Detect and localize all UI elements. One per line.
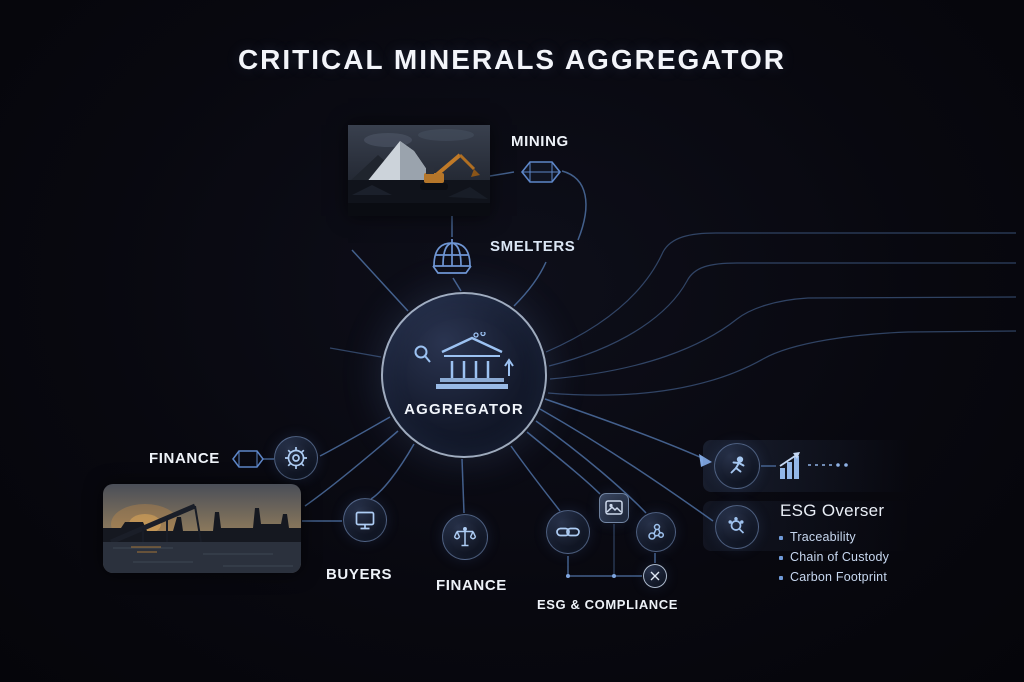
mining-label: MINING (511, 133, 569, 150)
audit-node (715, 505, 759, 549)
esg-item-chain-of-custody: Chain of Custody (790, 550, 890, 564)
image-icon (605, 500, 623, 515)
runner-node (714, 443, 760, 489)
finance-left-label: FINANCE (149, 450, 220, 467)
smelters-label: SMELTERS (490, 238, 576, 255)
monitor-icon (355, 511, 375, 530)
x-node (643, 564, 667, 588)
smelter-cage-icon (432, 239, 472, 274)
esg-panel-title: ESG Overser (780, 501, 885, 520)
port-photo (103, 484, 301, 573)
link-icon (473, 332, 479, 338)
chain-node (546, 510, 590, 554)
bullet-icon (779, 536, 783, 540)
chain-link-icon (556, 527, 580, 537)
aggregator-label: AGGREGATOR (404, 401, 524, 418)
mineral-hexagon-icon (520, 161, 562, 183)
bullet-icon (779, 556, 783, 560)
image-node (599, 493, 629, 523)
page-title: CRITICAL MINERALS AGGREGATOR (237, 44, 787, 75)
finance-bottom-label: FINANCE (436, 577, 507, 594)
finance-gear-node (274, 436, 318, 480)
gear-icon (285, 447, 307, 469)
finance-hexagon-icon (232, 450, 264, 468)
esg-item-carbon-footprint: Carbon Footprint (790, 570, 887, 584)
runner-icon (730, 456, 745, 474)
building-icon (414, 332, 514, 389)
mining-photo (348, 125, 490, 216)
esg-item-traceability: Traceability (790, 530, 856, 544)
buyers-node (343, 498, 387, 542)
buyers-label: BUYERS (326, 566, 393, 583)
aggregator-node: AGGREGATOR (381, 292, 547, 458)
finance-bottom-node (442, 514, 488, 560)
molecule-node (636, 512, 676, 552)
arrow-up-icon (504, 358, 514, 376)
x-icon (650, 571, 660, 581)
magnifier-icon (414, 345, 428, 359)
scales-icon (453, 527, 477, 547)
bullet-icon (779, 576, 783, 580)
bar-chart-icon (779, 452, 848, 479)
magnifier-gear-icon (728, 517, 745, 534)
molecule-icon (648, 523, 665, 540)
trend-arrow-icon (793, 452, 800, 459)
esg-compliance-label: ESG & COMPLIANCE (537, 597, 679, 612)
